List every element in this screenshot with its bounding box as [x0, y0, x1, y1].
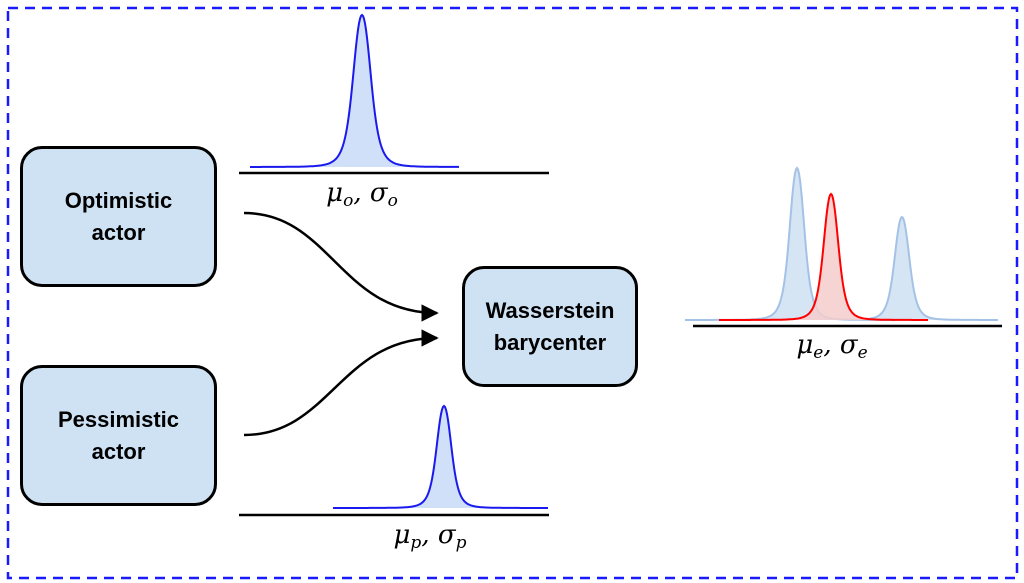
arrow-pessimistic-to-barycenter: [243, 329, 439, 437]
ensemble-right-distribution-fill: [860, 217, 998, 320]
dashed-frame: [6, 6, 1019, 580]
optimistic-actor-node: Optimistic actor: [20, 146, 217, 287]
optimistic-line2: actor: [91, 219, 146, 245]
arrow-optimistic-to-barycenter: [243, 211, 439, 322]
wasserstein-barycenter-node: Wasserstein barycenter: [462, 266, 638, 387]
barycenter-distribution-curve: [719, 192, 928, 321]
barycenter-line2: barycenter: [493, 329, 607, 355]
optimistic-distribution-fill: [250, 15, 459, 167]
pessimistic-actor-node: Pessimistic actor: [20, 365, 217, 506]
barycenter-distribution-fill: [719, 194, 928, 320]
ensemble-params-label: μe, σe: [796, 330, 868, 363]
pessimistic-params-label: μp, σp: [393, 520, 467, 553]
optimistic-line1: Optimistic: [64, 187, 173, 213]
pessimistic-line2: actor: [91, 438, 146, 464]
pessimistic-distribution-fill: [333, 406, 548, 508]
optimistic-distribution-curve: [250, 13, 459, 168]
pessimistic-line1: Pessimistic: [57, 406, 180, 432]
ensemble-left-distribution-fill: [685, 168, 895, 320]
optimistic-params-label: μo, σo: [326, 178, 398, 211]
ensemble-right-distribution-curve: [859, 215, 998, 321]
pessimistic-distribution-curve: [333, 404, 548, 509]
barycenter-line1: Wasserstein: [485, 297, 615, 323]
